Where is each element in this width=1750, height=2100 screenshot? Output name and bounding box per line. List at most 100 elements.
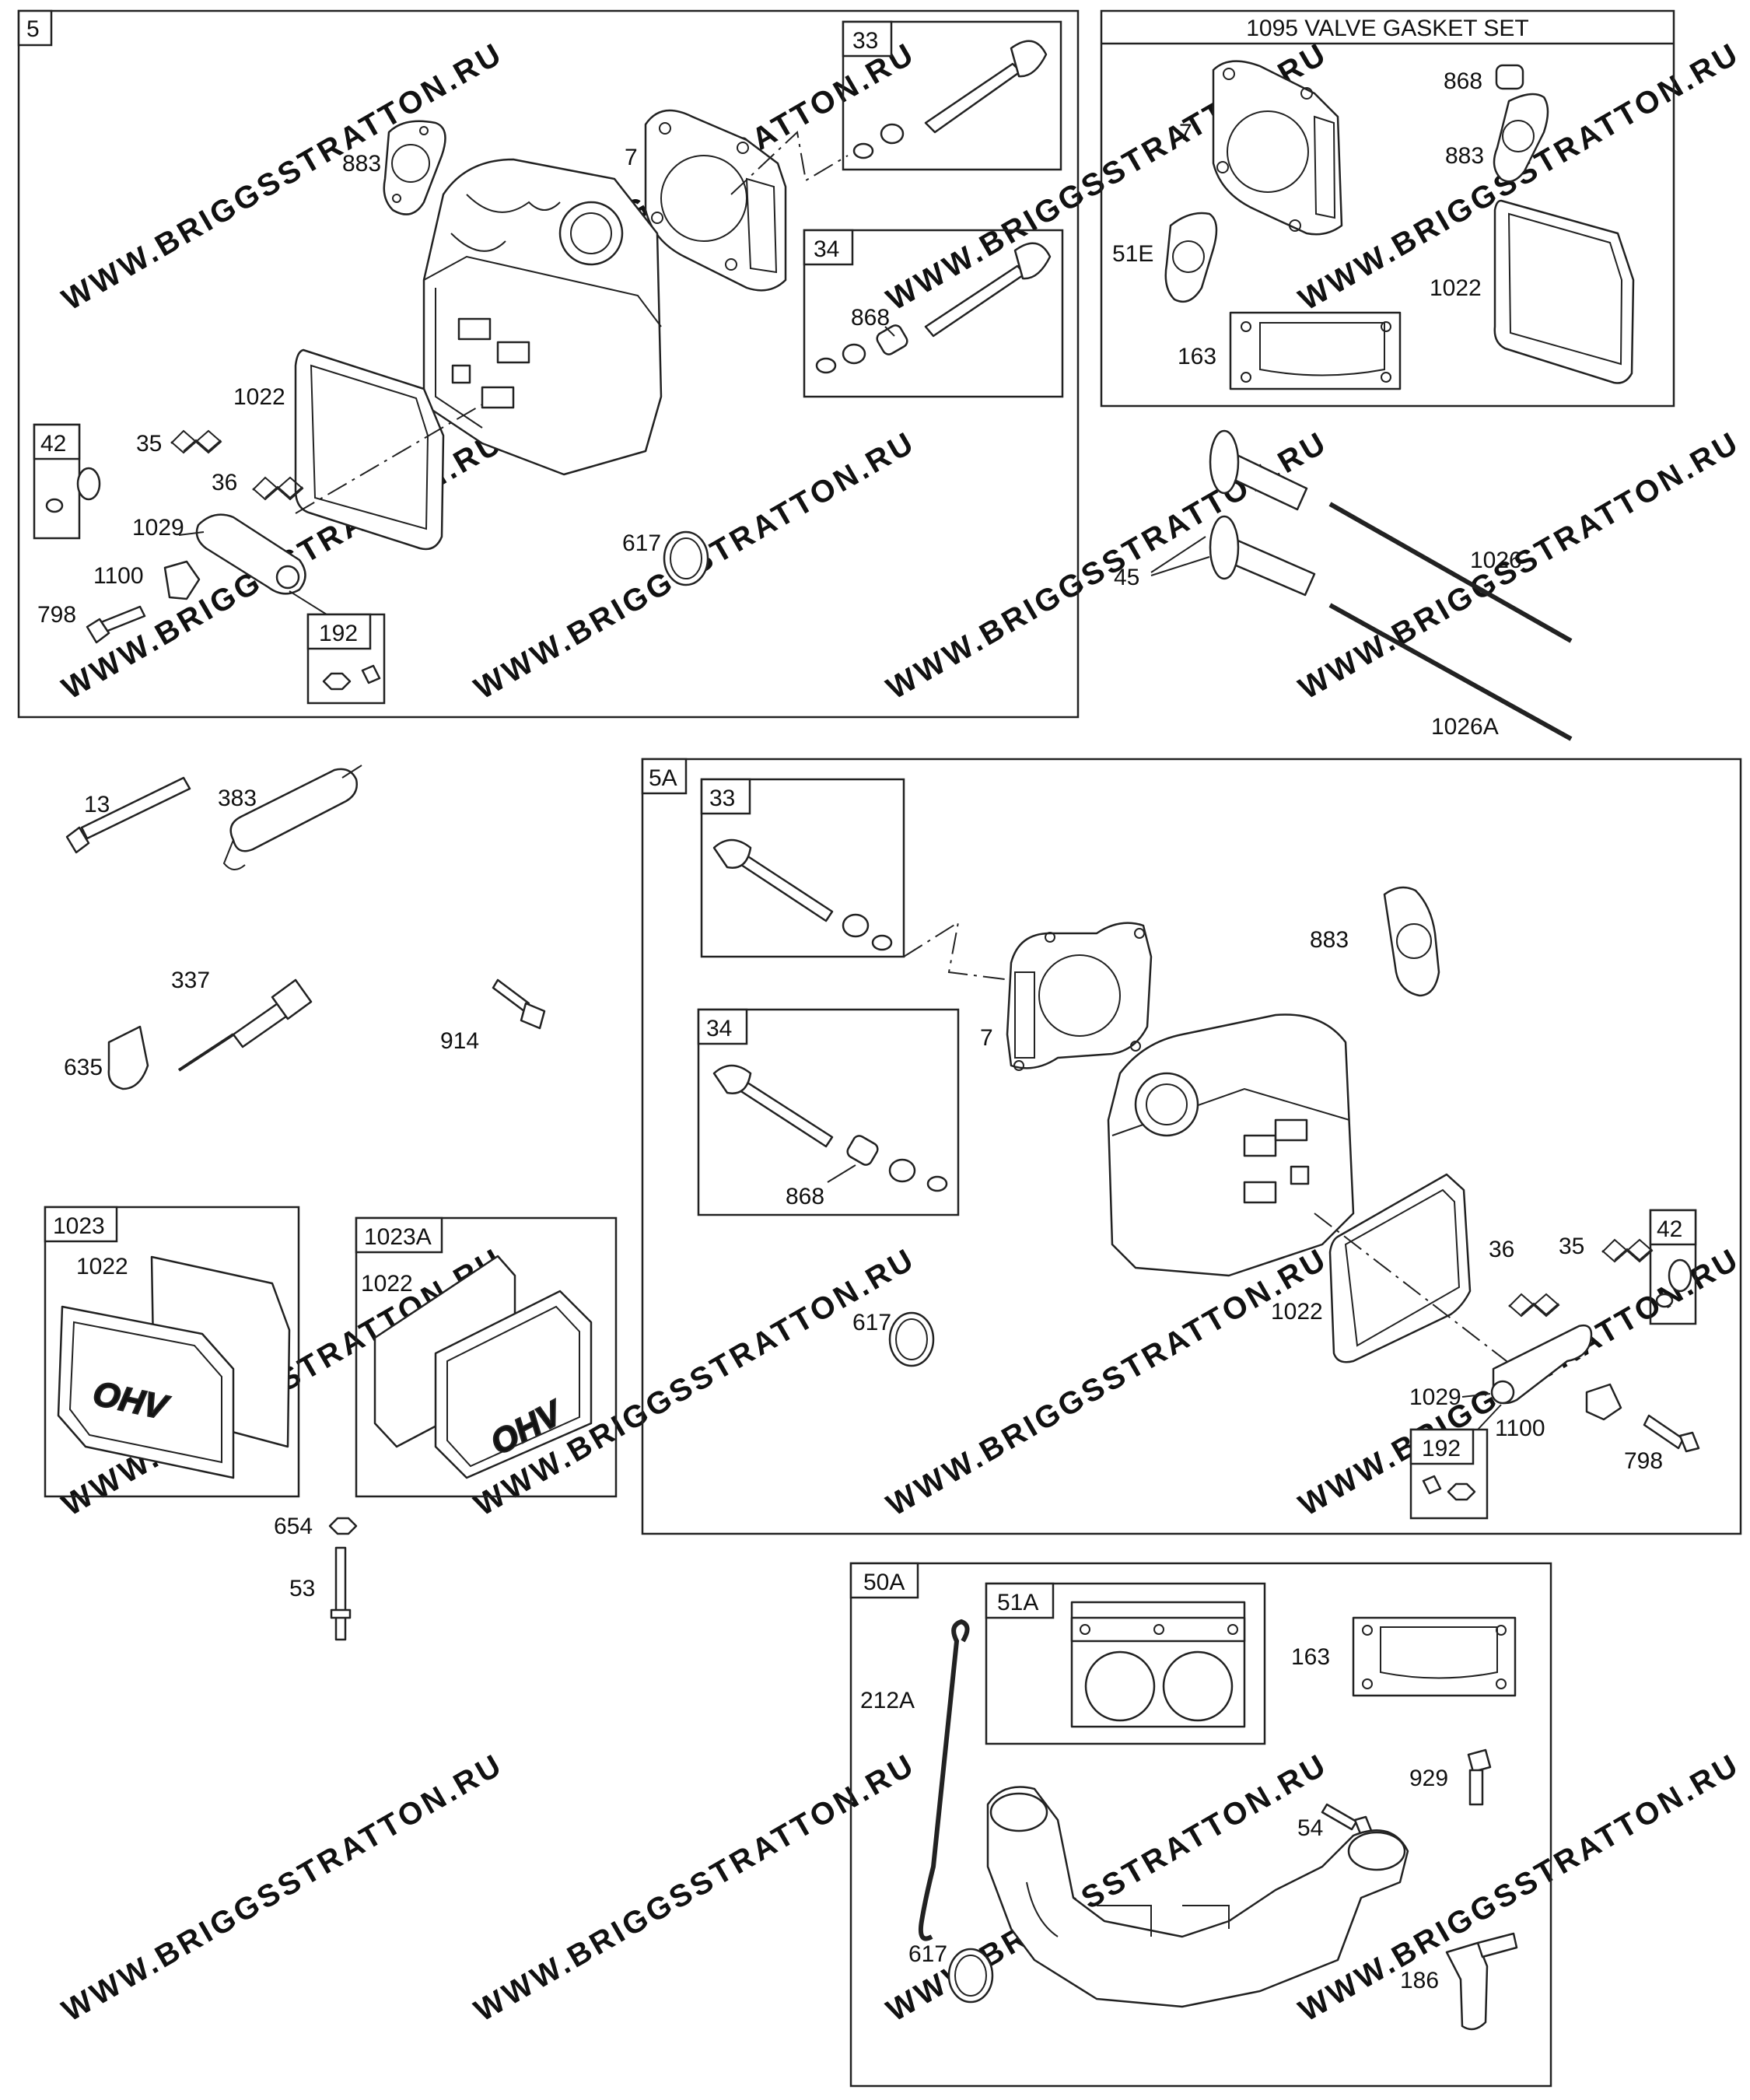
group-1023-tag: 1023 [53, 1213, 105, 1239]
label-1029: 1029 [1409, 1384, 1461, 1410]
group-1023-tag-box [44, 1206, 118, 1243]
group-5A-34-tag: 34 [706, 1016, 732, 1041]
intake-valve-33 [852, 40, 1048, 159]
label-36: 36 [1489, 1237, 1514, 1262]
group-50A-frame [849, 1562, 1552, 2088]
group-5A-33-tag: 33 [709, 786, 735, 811]
valve-cover-1023A: OHV [434, 1290, 593, 1479]
breather-tube-383 [222, 765, 362, 870]
exhaust-gasket-883 [1383, 886, 1440, 997]
label-36: 36 [212, 470, 237, 495]
group-34-tag: 34 [814, 236, 839, 262]
label-35: 35 [1559, 1234, 1584, 1259]
valve-spring-35 [170, 429, 222, 454]
watermark: WWW.BRIGGSSTRATTON.RU [881, 1241, 1334, 1523]
label-212A: 212A [860, 1688, 915, 1713]
group-5: 5 33 34 868 7 [17, 9, 1080, 719]
label-929: 929 [1409, 1766, 1448, 1791]
group-51A-tag-box [985, 1582, 1055, 1619]
group-34-tag-box [803, 229, 854, 266]
valve-spring-36 [1508, 1293, 1560, 1318]
label-53: 53 [289, 1576, 315, 1601]
label-383: 383 [218, 786, 257, 811]
rocker-arm-1029 [195, 513, 306, 595]
screw-798 [86, 605, 146, 644]
group-34-frame [803, 229, 1064, 398]
cylinder-head [422, 158, 663, 476]
rocker-cover-gasket-1022 [294, 348, 445, 551]
label-1029: 1029 [132, 515, 184, 541]
group-42-tag: 42 [40, 431, 66, 457]
screw-54 [1321, 1803, 1374, 1837]
rocker-cover-gasket-1022 [1328, 1173, 1472, 1363]
valve-spring-35 [1601, 1238, 1654, 1263]
label-798: 798 [37, 602, 76, 628]
label-1022: 1022 [361, 1271, 413, 1297]
o-ring-617 [663, 530, 709, 586]
group-51A-tag: 51A [997, 1590, 1038, 1615]
label-883: 883 [1445, 143, 1484, 169]
bolt-13 [65, 776, 191, 854]
group-5A-42-tag: 42 [1657, 1216, 1682, 1242]
cylinder-head [1107, 1013, 1355, 1277]
group-1023A-tag: 1023A [364, 1224, 432, 1250]
group-1023: 1023 1022 OHV [44, 1206, 300, 1498]
label-654: 654 [274, 1514, 313, 1539]
group-51A-frame [985, 1582, 1266, 1745]
group-1095-title: 1095 VALVE GASKET SET [1246, 16, 1529, 41]
intake-manifold-gasket-163 [1352, 1616, 1517, 1697]
exhaust-valve-34 [815, 242, 1052, 374]
group-5A-33-tag-box [700, 778, 751, 815]
label-35: 35 [136, 431, 162, 457]
valve-seal-868 [1495, 64, 1524, 90]
group-5A-192-tag-box [1409, 1428, 1475, 1465]
label-883: 883 [1310, 927, 1349, 953]
label-1022: 1022 [1430, 275, 1482, 301]
group-1095-valve-gasket-set: 1095 VALVE GASKET SET 7 868 883 51E 1022 [1100, 9, 1675, 408]
nut-654 [328, 1517, 358, 1535]
label-1022: 1022 [233, 384, 285, 410]
screw-929 [1467, 1748, 1492, 1806]
group-5-tag-box [17, 9, 53, 47]
label-337: 337 [171, 968, 210, 993]
group-1023A-tag-box [355, 1216, 443, 1254]
o-ring-617 [947, 1948, 994, 2004]
group-1095-frame [1100, 9, 1675, 408]
rocker-cover-gasket-1022 [1493, 199, 1635, 384]
label-914: 914 [440, 1028, 479, 1054]
stud-53 [330, 1546, 352, 1641]
group-33-frame [842, 20, 1062, 171]
group-192-tag: 192 [319, 621, 358, 646]
intake-gasket-51E [1164, 212, 1218, 303]
label-1100: 1100 [93, 563, 144, 589]
label-617: 617 [908, 1941, 947, 1967]
push-rod-1026A [1328, 603, 1573, 741]
spark-plug-boot-635 [107, 1025, 149, 1090]
label-51E: 51E [1112, 241, 1153, 267]
elbow-fitting-186 [1445, 1932, 1518, 2031]
label-868: 868 [786, 1184, 824, 1209]
group-5A-tag-box [641, 758, 688, 795]
label-7: 7 [625, 145, 638, 170]
valve-spring-36 [252, 476, 304, 501]
breather-tube-212A [918, 1619, 970, 1941]
intake-valve-33 [712, 838, 893, 951]
group-50A: 50A 51A 212A 163 929 [849, 1562, 1552, 2088]
label-45: 45 [1114, 565, 1139, 590]
label-7: 7 [980, 1025, 993, 1051]
group-5-tag: 5 [26, 16, 40, 42]
retainer-42 [45, 467, 101, 513]
head-gasket-7 [1212, 60, 1343, 236]
label-1026A: 1026A [1431, 714, 1499, 740]
group-1023-frame [44, 1206, 300, 1498]
spark-plug-337 [177, 978, 313, 1072]
label-163: 163 [1291, 1644, 1330, 1670]
group-5A-192-tag: 192 [1422, 1436, 1461, 1461]
group-1023A: 1023A 1022 OHV [355, 1216, 618, 1498]
group-50A-tag-box [849, 1562, 919, 1599]
head-gasket-7 [1006, 922, 1153, 1071]
screw-798 [1643, 1414, 1700, 1453]
screw-914 [492, 978, 546, 1030]
group-33-tag-box [842, 20, 893, 58]
group-5A-tag: 5A [649, 765, 677, 791]
